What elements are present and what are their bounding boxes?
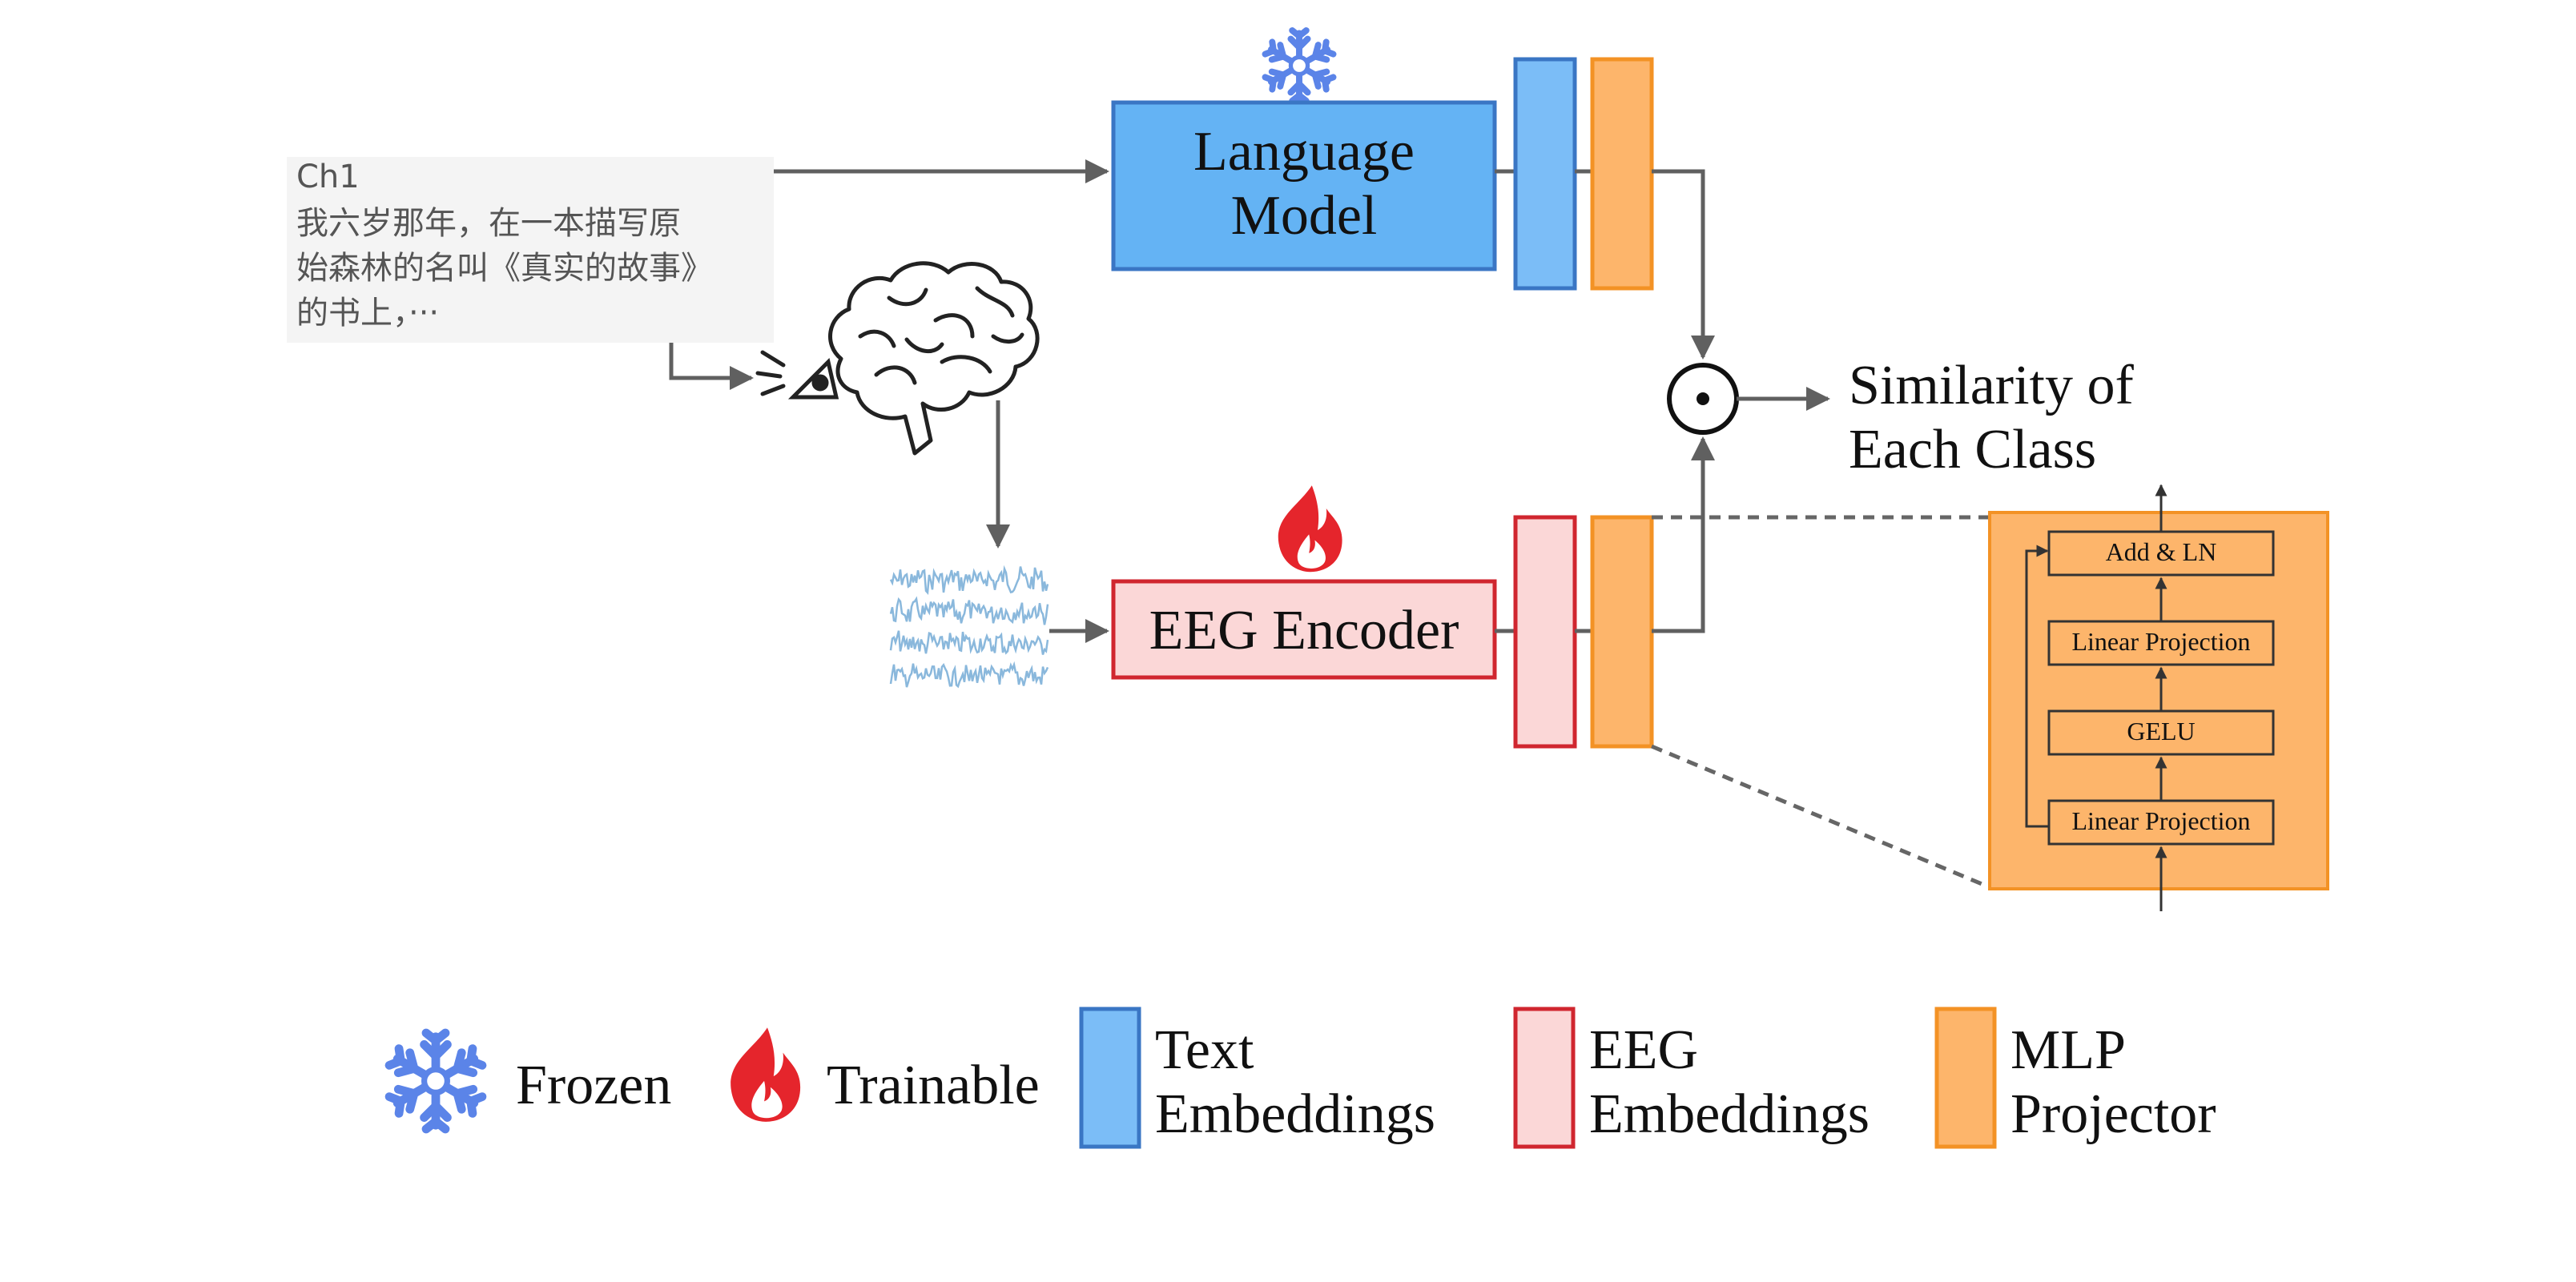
text-card: Ch1 我六岁那年，在一本描写原 始森林的名叫《真实的故事》 的书上，··· — [287, 157, 774, 343]
similarity-label-2: Each Class — [1849, 419, 2096, 480]
text-card-title: Ch1 — [296, 159, 360, 195]
legend-frozen-label: Frozen — [516, 1055, 671, 1116]
text-card-background — [287, 157, 774, 343]
legend-mlp-projector-label-1: MLP — [2010, 1019, 2126, 1081]
mlp-detail-panel: Add & LN Linear Projection GELU Linear P… — [1988, 484, 2329, 911]
brain-icon — [828, 261, 1040, 456]
zoom-guide-bottom — [1651, 744, 1990, 890]
legend: Frozen Trainable Text Embeddings EEG Emb… — [388, 1007, 2216, 1149]
eeg-encoder-label: EEG Encoder — [1149, 600, 1459, 661]
language-model-label-2: Model — [1231, 185, 1378, 247]
eeg-embedding-bar — [1513, 515, 1577, 749]
eeg-encoder-box: EEG Encoder — [1111, 579, 1497, 680]
dot-product-operator — [1667, 363, 1739, 435]
mlp-block-linear-projection-1: Linear Projection — [2071, 806, 2250, 835]
text-branch-to-dot-arrow — [1652, 169, 1715, 360]
legend-trainable-label: Trainable — [827, 1055, 1040, 1116]
eye-icon — [755, 350, 839, 400]
legend-flame-icon — [731, 1027, 801, 1122]
legend-eeg-embeddings-label-1: EEG — [1589, 1019, 1698, 1081]
language-model-box: Language Model — [1111, 100, 1497, 271]
eeg-trace — [889, 661, 1049, 689]
legend-text-embeddings-label-1: Text — [1155, 1019, 1254, 1081]
trainable-flame-icon — [1278, 485, 1342, 573]
text-card-line-2: 始森林的名叫《真实的故事》 — [296, 250, 713, 287]
mlp-block-add-ln: Add & LN — [2106, 537, 2217, 566]
eeg-mlp-projector-bar — [1590, 515, 1654, 749]
frozen-snowflake-icon — [1264, 30, 1334, 101]
text-embedding-bar — [1513, 57, 1577, 291]
eeg-signal-icon — [889, 565, 1049, 689]
text-mlp-projector-bar — [1590, 57, 1654, 291]
text-card-line-1: 我六岁那年，在一本描写原 — [296, 205, 681, 242]
eeg-branch-to-dot-arrow — [1652, 436, 1715, 633]
legend-snowflake-icon — [388, 1033, 484, 1129]
eeg-trace — [889, 630, 1049, 655]
legend-eeg-embeddings-label-2: Embeddings — [1589, 1083, 1870, 1145]
mlp-block-gelu: GELU — [2127, 717, 2195, 745]
legend-mlp-projector-label-2: Projector — [2010, 1083, 2216, 1145]
legend-eeg-embeddings-swatch — [1513, 1007, 1576, 1149]
legend-mlp-projector-swatch — [1934, 1007, 1997, 1149]
language-model-label-1: Language — [1193, 121, 1415, 183]
legend-text-embeddings-swatch — [1079, 1007, 1141, 1149]
text-to-reader-arrow — [669, 343, 754, 390]
legend-text-embeddings-label-2: Embeddings — [1155, 1083, 1435, 1145]
text-card-line-3: 的书上，··· — [296, 295, 439, 332]
similarity-label-1: Similarity of — [1849, 355, 2135, 416]
eeg-trace — [889, 596, 1049, 625]
mlp-block-linear-projection-2: Linear Projection — [2071, 627, 2250, 656]
eeg-trace — [889, 565, 1049, 595]
